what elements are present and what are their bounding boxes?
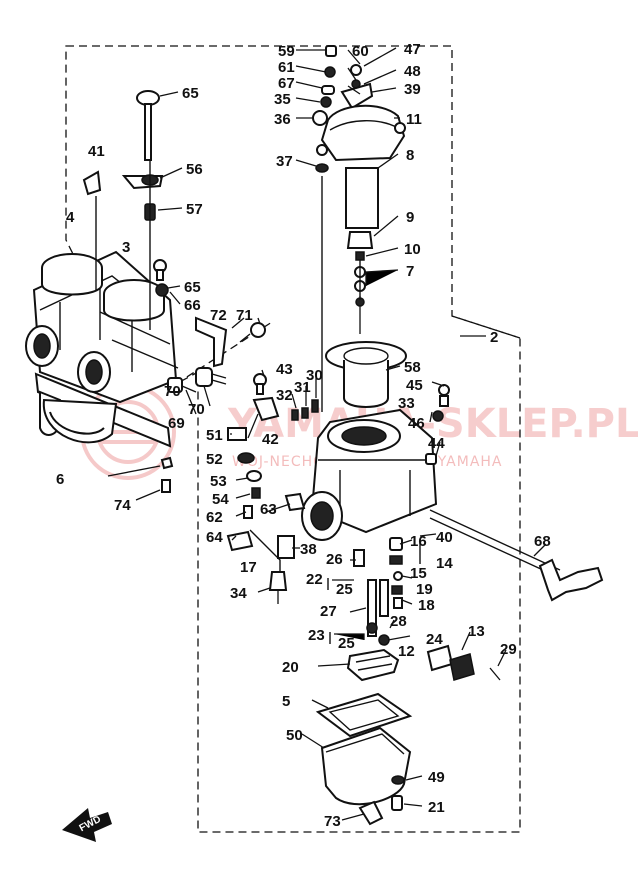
callout-25-upper: 25 (336, 581, 353, 598)
callout-18: 18 (418, 597, 435, 614)
callout-23: 23 (308, 627, 325, 644)
callout-70-right: 70 (188, 401, 205, 418)
callout-48: 48 (404, 63, 421, 80)
screw-70-lower (167, 377, 197, 393)
callout-20: 5 (282, 693, 290, 710)
callout-67: 67 (278, 75, 295, 92)
callout-labels: 59 60 47 61 48 67 39 35 36 11 37 8 9 10 … (56, 41, 551, 830)
callout-5: 50 (286, 727, 303, 744)
callout-32: 32 (276, 387, 293, 404)
spring-8 (345, 167, 379, 229)
callout-44: 44 (428, 435, 445, 452)
callout-21: 73 (324, 813, 341, 830)
callout-51: 51 (206, 427, 223, 444)
callout-29: 20 (282, 659, 299, 676)
callout-2: 2 (490, 329, 498, 346)
callout-12: 13 (468, 623, 485, 640)
callout-7: 7 (406, 263, 414, 280)
top-left-parts (82, 90, 169, 330)
callout-30: 30 (306, 367, 323, 384)
callout-33: 33 (398, 395, 415, 412)
callout-66: 66 (184, 297, 201, 314)
twin-carburetor-assembly (25, 250, 266, 493)
callout-45: 45 (406, 377, 423, 394)
callout-42: 42 (262, 431, 279, 448)
callout-47: 47 (404, 41, 421, 58)
callout-59: 59 (278, 43, 295, 60)
callout-15: 15 (410, 565, 427, 582)
callout-25-mid: 25 (338, 635, 355, 652)
callout-26: 26 (326, 551, 343, 568)
callout-8: 8 (406, 147, 414, 164)
callout-28: 28 (390, 613, 407, 630)
callout-71: 71 (236, 307, 253, 324)
callout-61: 61 (278, 59, 295, 76)
callout-3: 3 (122, 239, 130, 256)
callout-54: 54 (212, 491, 229, 508)
callout-46: 46 (408, 415, 425, 432)
callout-4: 4 (66, 209, 75, 226)
callout-37: 37 (276, 153, 293, 170)
callout-22: 22 (306, 571, 323, 588)
callout-58: 58 (404, 359, 421, 376)
callout-36: 36 (274, 111, 291, 128)
callout-38: 38 (300, 541, 317, 558)
callout-14: 14 (436, 555, 453, 572)
callout-19: 19 (416, 581, 433, 598)
callout-10: 10 (404, 241, 421, 258)
callout-53: 53 (210, 473, 227, 490)
callout-25-lower: 12 (398, 643, 415, 660)
callout-65-top: 65 (182, 85, 199, 102)
callout-50: 49 (428, 769, 445, 786)
callout-9: 9 (406, 209, 414, 226)
fwd-arrow: FWD (62, 808, 112, 842)
callout-31: 31 (294, 379, 311, 396)
leader-lines (107, 47, 547, 821)
callout-49: 21 (428, 799, 445, 816)
callout-69: 69 (168, 415, 185, 432)
callout-70-left: 70 (164, 383, 181, 400)
callout-27: 27 (320, 603, 337, 620)
callout-40: 40 (436, 529, 453, 546)
callout-16: 16 (410, 533, 427, 550)
callout-39: 39 (404, 81, 421, 98)
callout-63: 63 (260, 501, 277, 518)
callout-13: 29 (500, 641, 517, 658)
callout-68: 68 (534, 533, 551, 550)
exploded-carburetor (226, 45, 604, 826)
callout-43: 43 (276, 361, 293, 378)
callout-52: 52 (206, 451, 223, 468)
callout-64: 64 (206, 529, 223, 546)
screw-70-upper (195, 367, 227, 387)
callout-62: 62 (206, 509, 223, 526)
callout-60: 60 (352, 43, 369, 60)
callout-72: 72 (210, 307, 227, 324)
callout-6: 6 (56, 471, 64, 488)
callout-35: 35 (274, 91, 291, 108)
callout-56: 56 (186, 161, 203, 178)
callout-41: 41 (88, 143, 105, 160)
callout-34: 34 (230, 585, 247, 602)
callout-17: 17 (240, 559, 257, 576)
callout-73: 74 (114, 497, 131, 514)
callout-57: 57 (186, 201, 203, 218)
callout-24: 24 (426, 631, 443, 648)
callout-11: 11 (406, 111, 422, 128)
callout-65-mid: 65 (184, 279, 201, 296)
